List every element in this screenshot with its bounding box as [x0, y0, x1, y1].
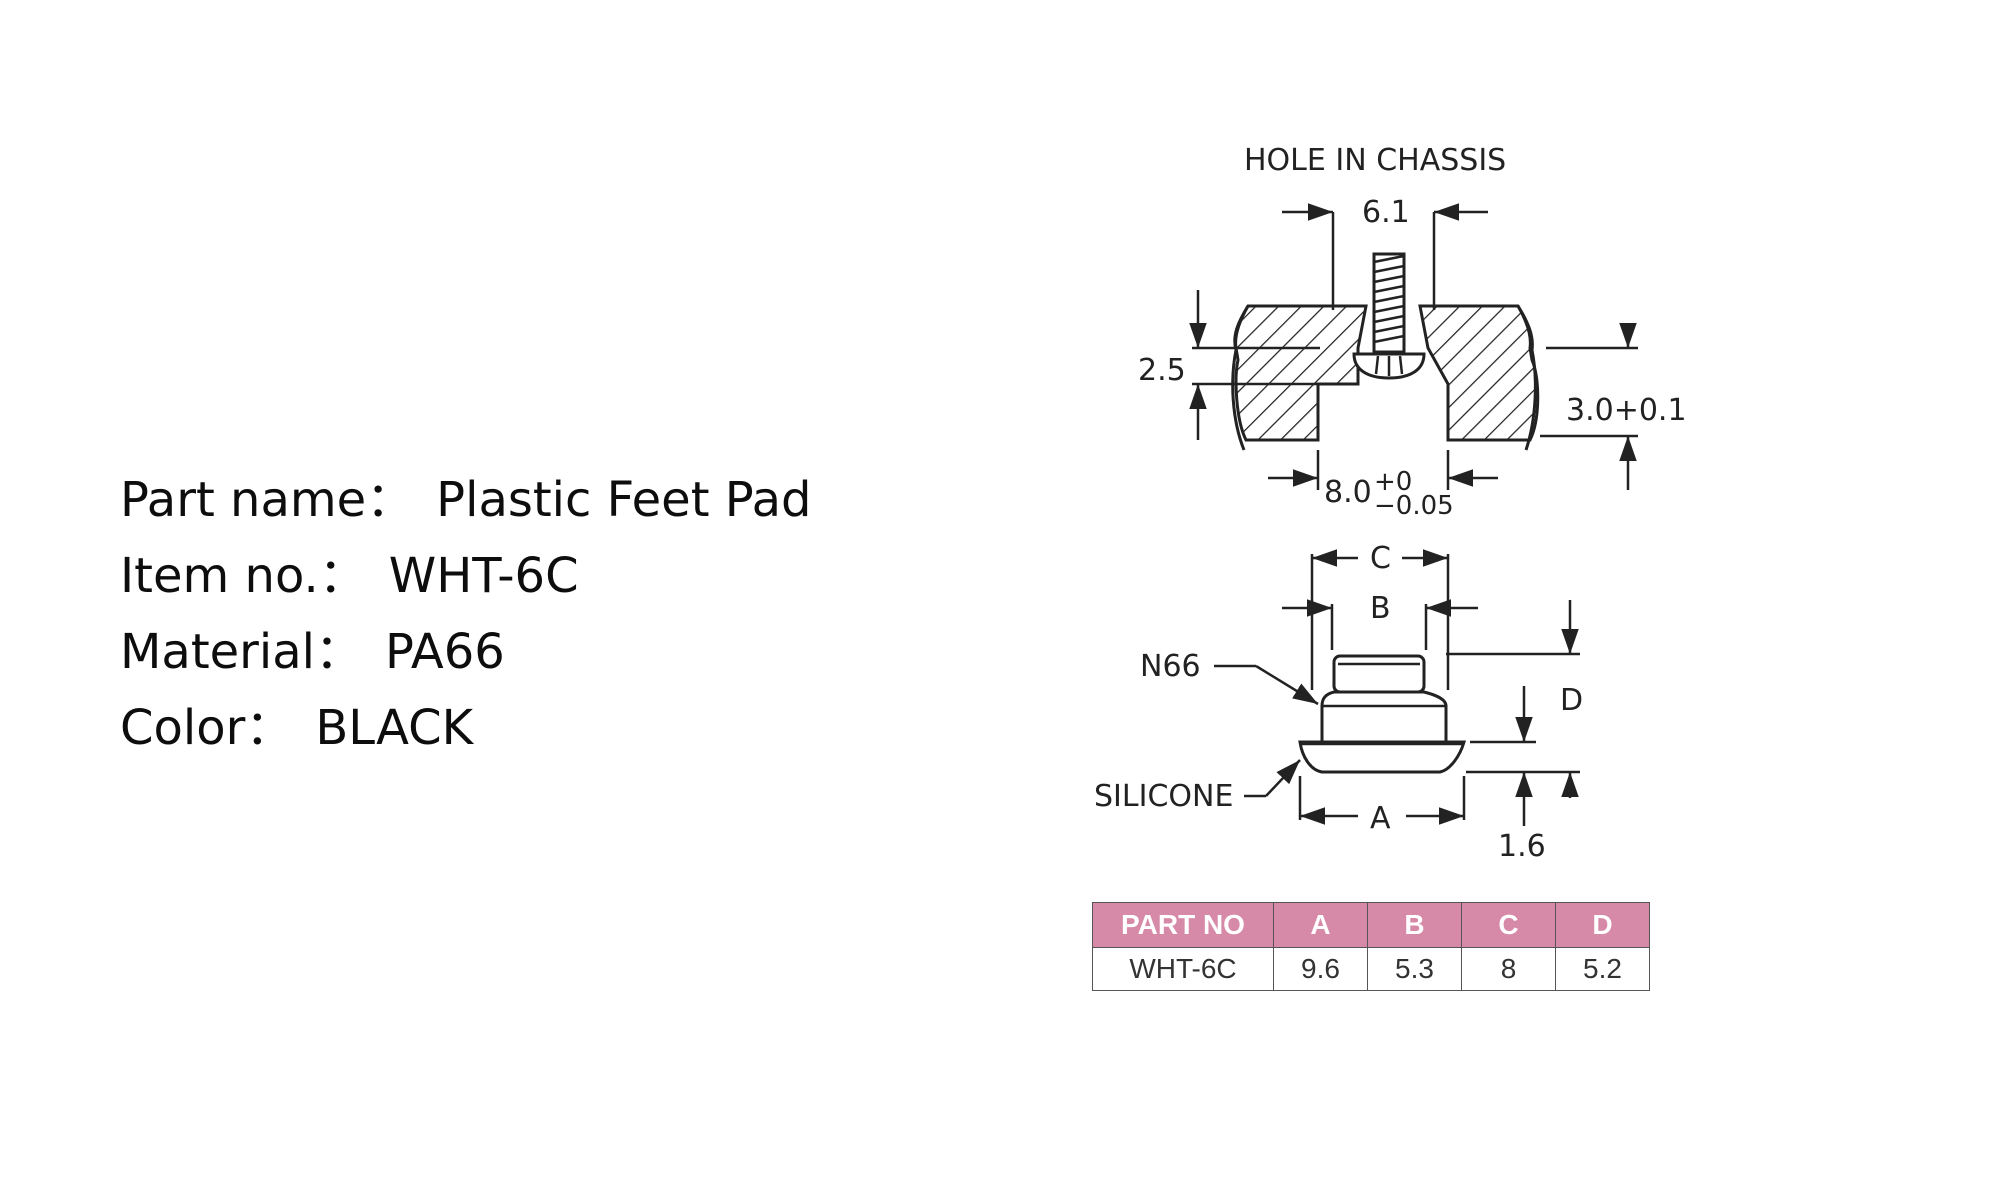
spec-value: PA66 [385, 624, 505, 680]
spec-item-no: Item no.： WHT-6C [120, 538, 811, 614]
dim-depth: 3.0+0.1 [1566, 393, 1687, 428]
spec-value: WHT-6C [388, 548, 579, 604]
dimension-table: PART NO A B C D WHT-6C 9.6 5.3 8 5.2 [1092, 902, 1650, 991]
foot-stem [1332, 654, 1426, 694]
dim-label-c: C [1370, 541, 1391, 576]
spec-label: Material： [120, 624, 364, 680]
header-part-no: PART NO [1092, 902, 1274, 948]
header-d: D [1555, 902, 1650, 948]
technical-drawing: HOLE IN CHASSIS 6.1 2.5 3.0+0.1 [1094, 143, 1687, 864]
spec-label: Color： [120, 700, 294, 756]
table-header-row: PART NO A B C D [1092, 902, 1650, 948]
table-row: WHT-6C 9.6 5.3 8 5.2 [1092, 947, 1650, 991]
cell-part-no: WHT-6C [1092, 947, 1274, 991]
spec-label: Item no.： [120, 548, 367, 604]
header-a: A [1273, 902, 1368, 948]
screw-head-lines [1374, 355, 1404, 376]
hole-in-chassis-title: HOLE IN CHASSIS [1244, 143, 1506, 178]
dim-label-a: A [1370, 801, 1391, 836]
dim-tolerance-plus: +0 [1374, 467, 1412, 497]
chassis-left-section [1234, 304, 1368, 442]
dim-recess-width: 8.0 [1324, 475, 1372, 510]
cell-d: 5.2 [1555, 947, 1650, 991]
label-n66: N66 [1140, 649, 1201, 684]
spec-list: Part name： Plastic Feet Pad Item no.： WHT-… [120, 462, 811, 766]
spec-value: BLACK [315, 700, 474, 756]
cell-a: 9.6 [1273, 947, 1368, 991]
break-line [1516, 305, 1537, 451]
dim-label-b: B [1370, 591, 1391, 626]
chassis-right-section [1418, 304, 1540, 442]
label-silicone: SILICONE [1094, 779, 1233, 814]
spec-value: Plastic Feet Pad [436, 472, 812, 528]
spec-color: Color： BLACK [120, 690, 811, 766]
screw-thread [1373, 254, 1405, 344]
spec-material: Material： PA66 [120, 614, 811, 690]
dim-base-thickness: 1.6 [1498, 829, 1546, 864]
header-b: B [1367, 902, 1462, 948]
dim-tolerance-minus: −0.05 [1374, 491, 1454, 521]
cell-c: 8 [1461, 947, 1556, 991]
foot-silicone-pad [1298, 740, 1466, 774]
dim-hole-width: 6.1 [1362, 195, 1410, 230]
foot-body-n66 [1320, 690, 1448, 744]
break-line [1231, 305, 1250, 451]
spec-part-name: Part name： Plastic Feet Pad [120, 462, 811, 538]
leader-arrow [1255, 664, 1319, 706]
dim-thickness: 2.5 [1138, 353, 1186, 388]
header-c: C [1461, 902, 1556, 948]
cell-b: 5.3 [1367, 947, 1462, 991]
spec-label: Part name： [120, 472, 415, 528]
leader-arrow [1265, 759, 1301, 797]
dim-label-d: D [1560, 683, 1583, 718]
